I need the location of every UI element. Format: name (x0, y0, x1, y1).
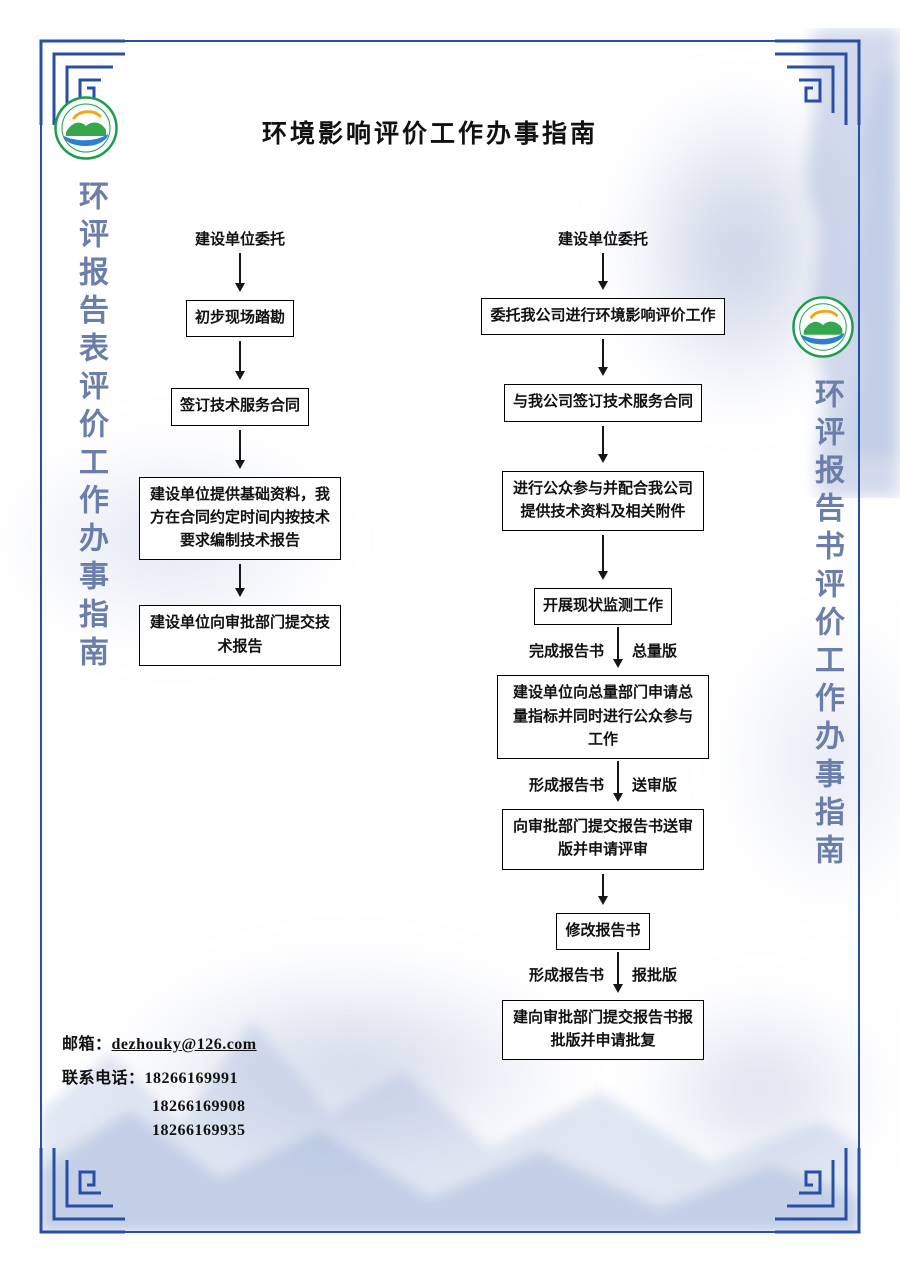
side-title-report-form: 环评报告表评价工作办事指南 (74, 180, 107, 674)
phone-line: 18266169935 (152, 1122, 257, 1140)
arrow-down-icon (239, 253, 241, 289)
page-title: 环境影响评价工作办事指南 (261, 121, 598, 148)
corner-ornament (775, 1148, 861, 1234)
flow-start-label: 建设单位委托 (194, 232, 285, 248)
annotation-label: 形成报告书 (528, 968, 604, 985)
phone-label: 联系电话： (62, 1070, 145, 1087)
arrow-down-icon (602, 339, 604, 374)
arrow-down-icon (239, 564, 241, 595)
flow-step-box: 修改报告书 (556, 912, 650, 950)
email-line: 邮箱：dezhouky@126.com (62, 1030, 257, 1054)
arrow-down-icon (239, 341, 241, 378)
arrow-down-icon (602, 535, 604, 577)
annotation-label: 送审版 (632, 777, 678, 794)
flow-step-box: 委托我公司进行环境影响评价工作 (481, 298, 725, 336)
phone-line: 联系电话：18266169991 (62, 1064, 257, 1088)
flow-step-box: 建设单位向总量部门申请总量指标并同时进行公众参与工作 (497, 675, 709, 759)
flow-step-box: 开展现状监测工作 (533, 588, 672, 626)
email-label: 邮箱： (62, 1036, 112, 1053)
phone-number: 18266169908 (152, 1098, 246, 1115)
arrow-annotation-row: 形成报告书 送审版 (529, 759, 677, 809)
phone-line: 18266169908 (152, 1098, 257, 1116)
corner-ornament (775, 39, 861, 125)
arrow-down-icon (602, 253, 604, 287)
contact-info: 邮箱：dezhouky@126.com 联系电话：18266169991 182… (62, 1030, 257, 1146)
side-title-report-book: 环评报告书评价工作办事指南 (810, 378, 843, 872)
flow-start-label: 建设单位委托 (557, 232, 648, 248)
org-logo-icon (54, 96, 118, 160)
report-book-flowchart: 建设单位委托 委托我公司进行环境影响评价工作 与我公司签订技术服务合同 进行公众… (472, 228, 734, 1061)
arrow-down-icon (617, 627, 619, 666)
flow-step-box: 向审批部门提交报告书送审版并申请评审 (502, 809, 704, 870)
arrow-down-icon (617, 951, 619, 990)
annotation-label: 形成报告书 (528, 777, 604, 794)
corner-ornament (39, 1148, 125, 1234)
arrow-down-icon (239, 429, 241, 466)
arrow-down-icon (602, 873, 604, 902)
flow-step-box: 与我公司签订技术服务合同 (503, 384, 702, 422)
flow-step-box: 进行公众参与并配合我公司提供技术资料及相关附件 (502, 470, 704, 531)
arrow-down-icon (617, 761, 619, 799)
org-logo-icon (792, 296, 854, 358)
email-link[interactable]: dezhouky@126.com (111, 1036, 257, 1053)
annotation-label: 总量版 (632, 643, 678, 660)
arrow-down-icon (602, 425, 604, 460)
annotation-label: 完成报告书 (528, 643, 604, 660)
arrow-annotation-row: 完成报告书 总量版 (529, 625, 677, 675)
flow-step-box: 建设单位提供基础资料，我方在合同约定时间内按技术要求编制技术报告 (139, 476, 341, 561)
report-form-flowchart: 建设单位委托 初步现场踏勘 签订技术服务合同 建设单位提供基础资料，我方在合同约… (125, 228, 355, 666)
flow-step-box: 建设单位向审批部门提交技术报告 (139, 605, 341, 666)
flow-step-box: 建向审批部门提交报告书报批版并申请批复 (502, 999, 704, 1061)
arrow-annotation-row: 形成报告书 报批版 (529, 950, 677, 1000)
phone-number: 18266169935 (152, 1122, 246, 1139)
flow-step-box: 初步现场踏勘 (185, 300, 294, 338)
flow-step-box: 签订技术服务合同 (170, 388, 309, 426)
annotation-label: 报批版 (632, 968, 678, 985)
phone-number: 18266169991 (144, 1070, 239, 1087)
